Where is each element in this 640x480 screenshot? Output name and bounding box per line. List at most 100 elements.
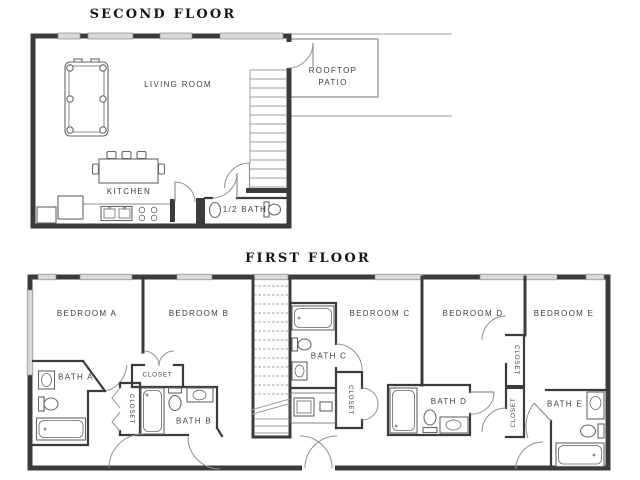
bath-b-walls	[118, 385, 224, 438]
bath-d-label: BATH D	[431, 397, 468, 406]
door-swing-arc	[481, 315, 507, 341]
stair-wall	[246, 188, 288, 193]
second-floor-outer-walls	[30, 33, 292, 229]
door-opening	[302, 465, 335, 472]
half-bath: 1/2 BATH	[203, 172, 289, 219]
refrigerator	[57, 195, 84, 220]
dining-table-top	[98, 158, 159, 184]
bathtub	[389, 387, 418, 434]
sink	[37, 370, 56, 390]
bath-b-label: BATH B	[176, 417, 212, 426]
second-floor-title: SECOND FLOOR	[90, 7, 237, 22]
kitchen-door	[170, 181, 205, 224]
sink	[186, 387, 214, 403]
second-floor-windows	[57, 32, 284, 40]
window	[87, 32, 134, 40]
dining-table	[91, 150, 166, 184]
chair	[91, 163, 100, 175]
window	[585, 273, 605, 281]
chair	[157, 163, 166, 175]
closet-label: CLOSET	[347, 385, 354, 415]
stove	[138, 206, 158, 222]
closet-walls	[334, 370, 364, 430]
washer	[293, 397, 315, 417]
toilet	[579, 423, 605, 439]
bath-c: BATH C	[288, 301, 363, 430]
door-swing-arc	[187, 436, 221, 470]
closet-divider	[505, 385, 525, 389]
wall-stub	[196, 198, 205, 224]
bedroom-e-label: BEDROOM E	[534, 309, 595, 318]
bedroom-d-label: BEDROOM D	[442, 309, 503, 318]
door-swing-arc	[525, 402, 535, 439]
window	[79, 273, 133, 281]
closet-bedroom-a: CLOSET	[111, 381, 142, 437]
entry-double-doors	[299, 435, 338, 472]
stair-treads-lower	[254, 418, 288, 434]
laundry-nook	[289, 392, 337, 424]
closet-label: CLOSET	[510, 398, 517, 428]
sink	[439, 416, 469, 434]
kitchen-fixtures	[36, 195, 170, 224]
door-jamb	[170, 199, 175, 222]
window	[374, 273, 424, 281]
closet-bedroom-b: CLOSET	[130, 350, 185, 389]
closet-walls	[130, 363, 185, 389]
window	[57, 32, 81, 40]
bath-a-walls	[31, 359, 107, 447]
door-swing-arc	[174, 181, 196, 203]
rooftop-patio-label-2: PATIO	[318, 78, 347, 87]
living-room-label: LIVING ROOM	[144, 80, 212, 89]
pool-table	[64, 58, 109, 137]
bath-a: BATH A	[31, 359, 128, 447]
double-door-arcs	[143, 350, 175, 367]
closet-label: CLOSET	[143, 372, 173, 379]
stairs-first-floor	[250, 285, 291, 434]
hall-door-arc	[515, 441, 544, 470]
stairs-second-floor	[224, 69, 288, 193]
sink	[586, 391, 605, 420]
stair-treads	[250, 69, 286, 188]
toilet	[167, 387, 183, 412]
window	[219, 32, 284, 40]
first-floor-title: FIRST FLOOR	[245, 251, 371, 266]
bathtub	[291, 305, 335, 331]
bathtub	[555, 442, 605, 468]
kitchen-label: KITCHEN	[107, 187, 151, 196]
bath-c-walls	[288, 301, 338, 430]
bedroom-b-label: BEDROOM B	[169, 309, 230, 318]
sink	[291, 361, 308, 381]
closet-label: CLOSET	[128, 394, 135, 424]
closet-walls	[118, 381, 142, 437]
door-swing-arc	[287, 42, 314, 69]
door-swing-arc	[481, 407, 507, 433]
washer-door	[296, 400, 312, 414]
patio-door	[286, 42, 314, 69]
bifold-door	[111, 387, 121, 432]
stair-treads-upper	[254, 285, 288, 395]
bedroom-c-label: BEDROOM C	[349, 309, 410, 318]
closet-label: CLOSET	[513, 345, 520, 375]
door-swing-arc	[211, 172, 238, 199]
toilet	[263, 201, 282, 218]
toilet	[37, 396, 59, 412]
door-swing-arcs	[299, 435, 338, 469]
door-opening	[286, 42, 292, 68]
door-swing-arc	[335, 343, 363, 371]
chair	[121, 150, 132, 160]
bath-d-walls	[386, 383, 472, 437]
bath-b: BATH B	[118, 385, 224, 470]
chair	[106, 150, 117, 160]
window	[37, 273, 57, 281]
window	[253, 273, 289, 281]
second-floor-plan: SECOND FLOOR ROOFTOP PATIO	[30, 7, 452, 229]
window	[159, 32, 193, 40]
kitchen-sink	[100, 205, 133, 222]
chair	[136, 150, 147, 160]
half-bath-label: 1/2 BATH	[223, 205, 268, 214]
interior-walls-major	[141, 275, 527, 439]
first-floor-windows	[26, 273, 605, 376]
first-floor-plan: FIRST FLOOR	[26, 251, 611, 472]
